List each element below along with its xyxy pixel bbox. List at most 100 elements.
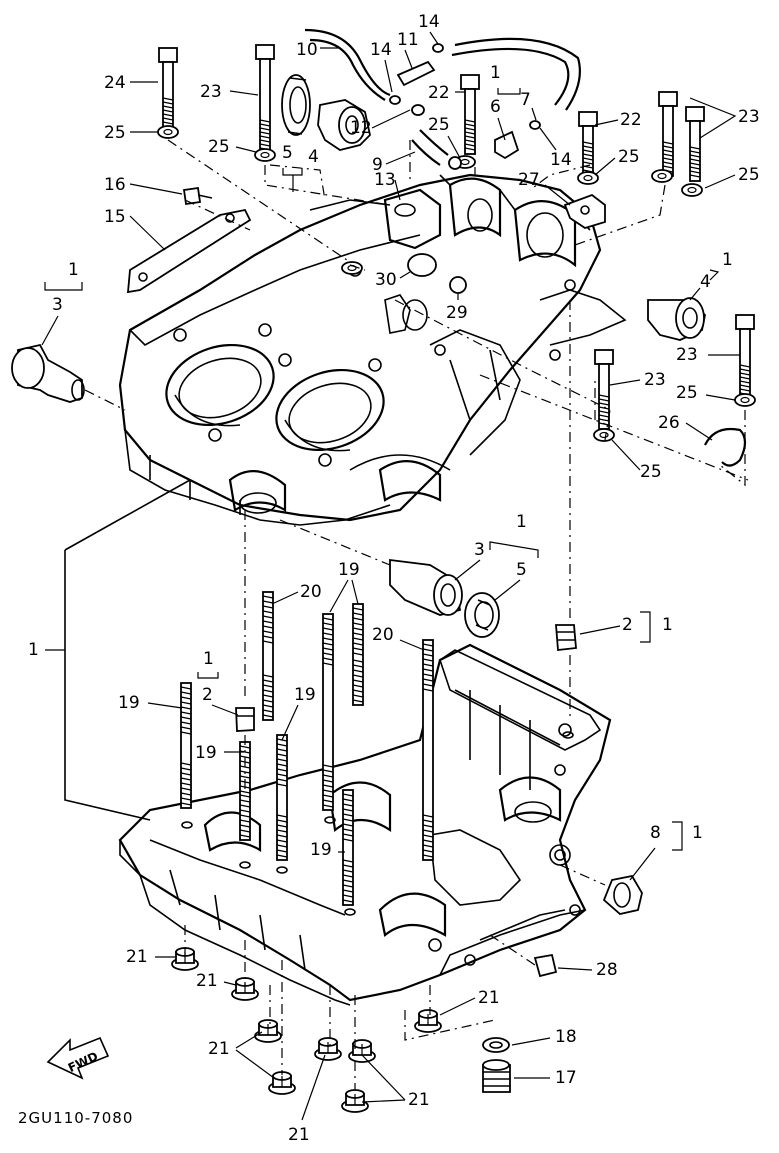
upper-crankcase [118,173,627,526]
callout-8: 8 [650,823,661,843]
callout-4: 4 [700,272,711,292]
callout-9: 9 [372,155,383,175]
bracket-27 [563,193,606,229]
callout-14: 14 [550,150,572,170]
washer [593,428,615,442]
callout-21: 21 [478,988,500,1008]
alignment-lines [64,139,749,1090]
callout-1: 1 [490,63,501,83]
callout-10: 10 [296,40,318,60]
callout-22: 22 [620,110,642,130]
callout-19: 19 [195,743,217,763]
fwd-label: FWD [66,1049,100,1075]
small-parts-29-30 [407,253,467,294]
oil-seal-right [602,874,643,915]
callout-23: 23 [676,345,698,365]
callout-7: 7 [520,90,531,110]
callout-26: 26 [658,413,680,433]
flange-nut [231,977,259,1001]
stud [422,639,434,861]
callout-23: 23 [644,370,666,390]
callout-21: 21 [288,1125,310,1145]
small-screw [182,186,213,206]
callout-29: 29 [446,303,468,323]
callout-1: 1 [516,512,527,532]
callout-14: 14 [418,12,440,32]
washer [577,171,599,185]
callout-13: 13 [374,170,396,190]
callout-2: 2 [202,685,213,705]
stud [342,789,354,906]
callout-1: 1 [692,823,703,843]
flange-nut [341,1089,369,1113]
gasket-plate [126,208,252,294]
oil-seal-top [281,74,311,136]
callout-3: 3 [52,295,63,315]
callout-25: 25 [428,115,450,135]
callout-27: 27 [518,170,540,190]
bolt [578,111,598,177]
washer [254,148,276,162]
washers [157,125,756,442]
callout-24: 24 [104,73,126,93]
callout-19: 19 [294,685,316,705]
callout-1: 1 [722,250,733,270]
washer [341,261,363,275]
bearing-center [389,558,463,616]
washer [681,183,703,197]
crankcase-bolts [158,44,755,430]
callout-1: 1 [28,640,39,660]
drawing-code: 2GU110-7080 [18,1109,133,1127]
forward-direction-arrow: FWD [46,1036,110,1080]
callout-15: 15 [104,207,126,227]
callout-25: 25 [738,165,760,185]
callout-23: 23 [738,107,760,127]
bearing-top [317,99,371,151]
breather-fittings [389,43,541,170]
clip-26 [704,427,747,467]
bearing-left-upper [11,343,85,403]
callout-1: 1 [203,649,214,669]
callout-20: 20 [372,625,394,645]
callout-3: 3 [474,540,485,560]
callout-23: 23 [200,82,222,102]
callout-25: 25 [676,383,698,403]
callout-19: 19 [310,840,332,860]
bolt [735,314,755,400]
callout-17: 17 [555,1068,577,1088]
callout-21: 21 [408,1090,430,1110]
stud [276,734,288,861]
oil-seal-center [464,592,500,638]
callout-21: 21 [208,1039,230,1059]
bolt [594,349,614,430]
callout-25: 25 [640,462,662,482]
callout-5: 5 [516,560,527,580]
callout-1: 1 [68,260,79,280]
callout-2: 2 [622,615,633,635]
bolt [685,106,705,182]
bolt [460,74,480,155]
callout-1: 1 [662,615,673,635]
callout-14: 14 [370,40,392,60]
callout-12: 12 [350,118,372,138]
flange-nut [254,1019,282,1043]
flange-nut [268,1071,296,1095]
callout-4: 4 [308,147,319,167]
bolt [658,91,678,177]
callout-16: 16 [104,175,126,195]
flange-nut [414,1009,442,1033]
callout-5: 5 [282,143,293,163]
callout-11: 11 [397,30,419,50]
dowel-pins [235,624,577,732]
callout-28: 28 [596,960,618,980]
bearing-right [647,297,706,341]
callout-6: 6 [490,97,501,117]
callout-19: 19 [118,693,140,713]
drain-plug-and-washer [482,1037,511,1093]
flange-nuts [171,947,442,1113]
washer [157,125,179,139]
callout-25: 25 [618,147,640,167]
washer [651,169,673,183]
plug-28 [533,953,558,978]
stud [180,682,192,809]
